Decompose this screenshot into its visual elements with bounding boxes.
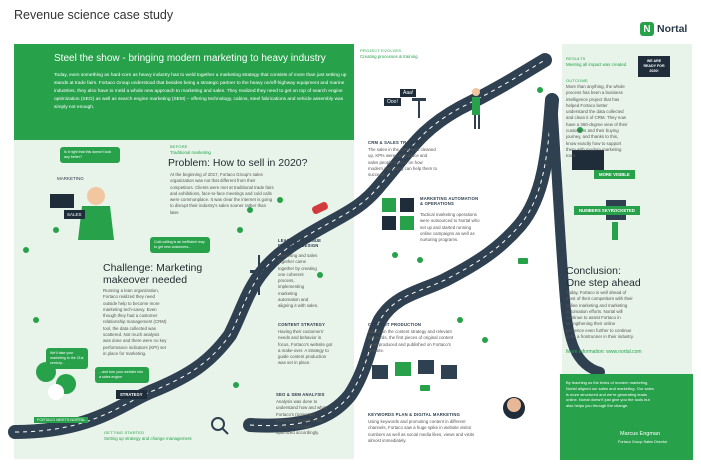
ready-for-2020-badge: WE ARE READY FOR 2020! bbox=[638, 56, 670, 77]
keywords-title: KEYWORDS PLAN & DIGITAL MARKETING bbox=[368, 412, 461, 417]
seo-title: SEO & SEM ANALYSIS bbox=[276, 392, 325, 397]
intro-body: Today, even something as hard-core as he… bbox=[54, 73, 347, 110]
intro-banner: Steel the show - bringing modern marketi… bbox=[14, 44, 354, 140]
problem-body: At the beginning of 2017, Fortaco Group'… bbox=[170, 172, 274, 215]
cold-calling-callout: Cold calling is an inefficient way to ge… bbox=[150, 237, 210, 253]
keywords-body: Using keywords and promoting content in … bbox=[368, 419, 475, 443]
conclusion-body: Today, Fortaco is well ahead of most of … bbox=[566, 290, 635, 340]
results-label: RESULTS bbox=[566, 56, 586, 61]
fortaco-meets-nortal-ribbon: FORTACO MEETS NORTAL bbox=[34, 417, 89, 423]
getting-started-label: GETTING STARTED bbox=[104, 430, 145, 435]
more-info-link[interactable]: More information: www.nortal.com bbox=[566, 349, 642, 355]
challenge-title: Challenge: Marketing makeover needed bbox=[103, 262, 203, 286]
automation-body: Tactical marketing operations were outso… bbox=[420, 212, 480, 243]
content-production-title: CONTENT PRODUCTION bbox=[368, 322, 422, 327]
challenge-body: Running a lean organization, Fortaco rea… bbox=[103, 288, 167, 356]
project-evolves-sub: Creating processes & training bbox=[360, 54, 418, 59]
well-take-callout: We'll take your marketing to the 21st ce… bbox=[46, 348, 88, 369]
page-title: Revenue science case study bbox=[14, 8, 174, 22]
crm-body: The sales in the CRM was cleaned up, KPI… bbox=[368, 147, 438, 178]
testimonial-quote: By teaching us the tricks of modern mark… bbox=[566, 380, 654, 409]
getting-started-sub: Setting up strategy and change managemen… bbox=[104, 436, 192, 441]
project-evolves-label: PROJECT EVOLVES bbox=[360, 48, 402, 53]
thought-bubble: Is it right that this doesn't look any b… bbox=[60, 147, 120, 163]
nortal-logo[interactable]: N Nortal bbox=[640, 22, 687, 36]
sales-label: SALES bbox=[64, 210, 85, 219]
lead-title: LEAD-TO-REVENUE PROCESS DESIGN bbox=[278, 238, 322, 248]
conclusion-title: Conclusion: One step ahead bbox=[566, 265, 641, 289]
outcome-body: More than anything, the whole process ha… bbox=[566, 84, 628, 159]
crm-title: CRM & SALES TRAINING bbox=[368, 140, 423, 145]
lead-body: Marketing and sales together came togeth… bbox=[278, 253, 319, 309]
problem-title: Problem: How to sell in 2020? bbox=[168, 157, 308, 169]
numbers-skyrocketed-badge: NUMBERS SKYROCKETED bbox=[574, 206, 640, 215]
more-visible-badge: MORE VISIBLE bbox=[594, 170, 635, 179]
testimonial-name: Marcus Engman bbox=[620, 431, 661, 437]
outcome-label: OUTCOME bbox=[566, 78, 588, 83]
content-production-body: Based on the content strategy and releva… bbox=[368, 329, 454, 353]
testimonial-box: By teaching us the tricks of modern mark… bbox=[560, 374, 693, 460]
before-sub: Traditional marketing bbox=[170, 150, 211, 155]
testimonial-role: Fortaco Group Sales Director bbox=[618, 440, 668, 444]
ooo-bubble: Ooo! bbox=[384, 98, 401, 106]
nortal-logo-text: Nortal bbox=[657, 23, 688, 35]
content-strategy-title: CONTENT STRATEGY bbox=[278, 322, 326, 327]
seo-body: Analysis was done to understand how and … bbox=[276, 399, 327, 436]
intro-title: Steel the show - bringing modern marketi… bbox=[54, 53, 326, 64]
before-label: BEFORE bbox=[170, 144, 188, 149]
marketing-label: MARKETING bbox=[57, 176, 84, 181]
website-engine-callout: ...and turn your website into a sales en… bbox=[95, 367, 149, 383]
content-strategy-body: Having their customers' needs and behavi… bbox=[278, 329, 333, 366]
results-sub: Meeting all impact was created bbox=[566, 62, 627, 67]
nortal-logo-icon: N bbox=[640, 22, 654, 36]
aaa-bubble: Aaa! bbox=[400, 89, 417, 97]
automation-title: MARKETING AUTOMATION & OPERATIONS bbox=[420, 196, 479, 206]
strategy-sign: STRATEGY bbox=[116, 390, 147, 399]
